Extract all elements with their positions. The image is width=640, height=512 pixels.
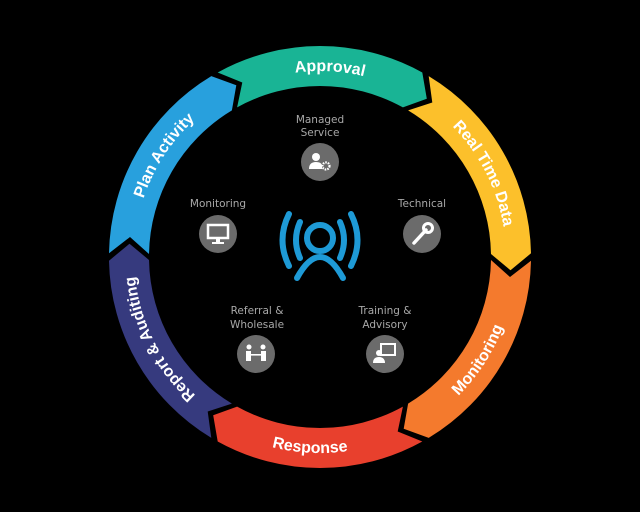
segment-monitoring (403, 260, 531, 438)
presentation-icon (373, 343, 396, 363)
broadcast-person-icon (279, 211, 361, 281)
segment-label: Approval (294, 58, 367, 80)
segment-report-auditing (109, 243, 232, 438)
wrench-icon (412, 222, 434, 245)
handshake-icon (246, 344, 266, 361)
segment-real-time-data (408, 76, 531, 271)
node-label: Managed (296, 114, 344, 126)
node-label: Monitoring (190, 198, 246, 210)
node-label: Training & (358, 305, 412, 317)
process-ring (109, 46, 531, 468)
node-label: Technical (397, 198, 446, 210)
node-label: Advisory (362, 319, 407, 331)
user-gear-icon (309, 153, 331, 171)
node-label: Referral & (231, 305, 284, 317)
node-monitoring: Monitoring (190, 198, 246, 253)
node-training-advisory: Training & Advisory (358, 305, 412, 373)
node-referral-wholesale: Referral & Wholesale (230, 305, 284, 373)
node-label: Wholesale (230, 319, 284, 331)
segment-plan-activity (109, 76, 237, 254)
segment-approval (217, 46, 427, 108)
segment-response (213, 406, 423, 468)
node-technical: Technical (397, 198, 446, 253)
segment-label: Response (271, 434, 349, 457)
node-label: Service (301, 127, 340, 139)
monitor-icon (206, 223, 230, 244)
node-managed-service: Managed Service (296, 114, 344, 181)
